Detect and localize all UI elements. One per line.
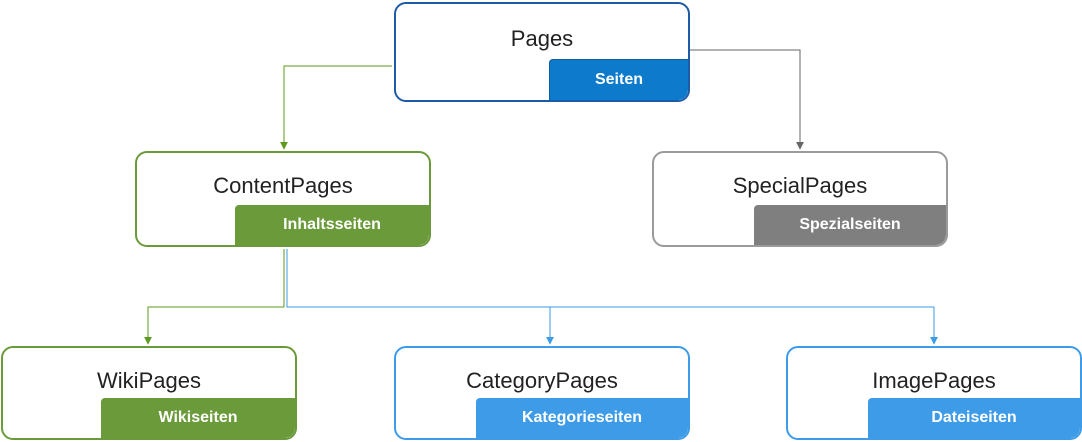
node-pages-title: Pages [510, 26, 574, 51]
node-category-pages: CategoryPages Kategorieseiten [394, 346, 690, 440]
node-wiki-pages: WikiPages Wikiseiten [1, 346, 297, 440]
node-wiki-pages-badge: Wikiseiten [101, 398, 295, 438]
node-category-pages-badge: Kategorieseiten [476, 398, 688, 438]
node-special-pages-title: SpecialPages [732, 173, 868, 198]
node-wiki-pages-title: WikiPages [97, 368, 201, 393]
node-content-pages-title: ContentPages [213, 173, 353, 198]
node-image-pages-badge: Dateiseiten [868, 398, 1080, 438]
node-image-pages: ImagePages Dateiseiten [786, 346, 1082, 440]
node-category-pages-title: CategoryPages [466, 368, 618, 393]
edge-content-wiki [144, 249, 285, 345]
node-pages-badge: Seiten [549, 59, 688, 100]
node-image-pages-title: ImagePages [872, 368, 996, 393]
node-content-pages-badge: Inhaltsseiten [235, 205, 429, 245]
node-content-pages: ContentPages Inhaltsseiten [135, 151, 431, 247]
node-special-pages-badge: Spezialseiten [754, 205, 946, 245]
node-pages: Pages Seiten [394, 2, 690, 102]
edge-content-image [550, 306, 938, 345]
node-special-pages: SpecialPages Spezialseiten [652, 151, 948, 247]
edge-content-category [286, 249, 554, 345]
edge-pages-content [280, 65, 392, 150]
edge-pages-special [690, 49, 804, 150]
